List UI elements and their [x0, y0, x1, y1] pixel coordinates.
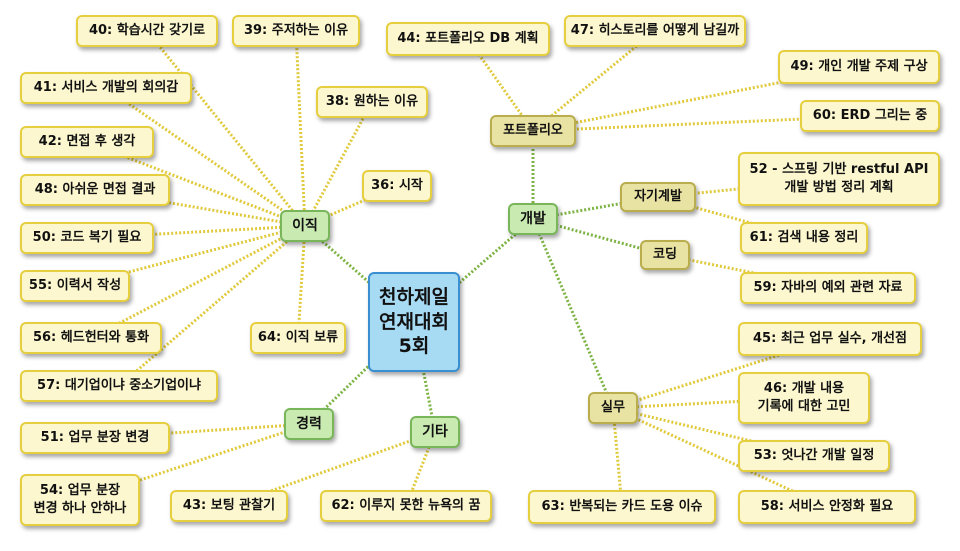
connector-ijik-n57: [118, 224, 306, 388]
subbranch-self-development[interactable]: 자기계발: [620, 182, 696, 212]
leaf-node[interactable]: 63: 반복되는 카드 도용 이슈: [528, 490, 716, 524]
connector-ijik-n64: [296, 225, 307, 339]
subbranch-coding[interactable]: 코딩: [640, 240, 690, 270]
branch-gita[interactable]: 기타: [410, 416, 460, 448]
leaf-node[interactable]: 41: 서비스 개발의 회의감: [20, 72, 192, 104]
connector-ijik-n38: [303, 101, 374, 227]
leaf-node[interactable]: 57: 대기업이냐 중소기업이냐: [20, 370, 218, 402]
leaf-node[interactable]: 48: 아쉬운 면접 결과: [20, 174, 170, 206]
leaf-node[interactable]: 43: 보팅 관찰기: [170, 490, 288, 522]
leaf-node[interactable]: 59: 자바의 예외 관련 자료: [740, 272, 916, 304]
connector-ijik-n56: [90, 224, 306, 340]
leaf-node[interactable]: 62: 이루지 못한 뉴욕의 꿈: [320, 490, 492, 522]
leaf-node[interactable]: 60: ERD 그리는 중: [800, 100, 940, 132]
leaf-node[interactable]: 56: 헤드헌터와 통화: [20, 322, 162, 354]
leaf-node[interactable]: 51: 업무 분장 변경: [20, 422, 170, 454]
central-topic[interactable]: 천하제일 연재대회 5회: [368, 272, 460, 372]
leaf-node[interactable]: 39: 주저하는 이유: [232, 15, 360, 47]
leaf-node[interactable]: 46: 개발 내용 기록에 대한 고민: [738, 372, 870, 424]
connector-center-gita: [412, 321, 437, 433]
leaf-node[interactable]: 38: 원하는 이유: [316, 86, 428, 118]
leaf-node[interactable]: 49: 개인 개발 주제 구상: [778, 50, 940, 84]
leaf-node[interactable]: 36: 시작: [362, 170, 432, 202]
branch-gaebal[interactable]: 개발: [508, 203, 558, 235]
leaf-node[interactable]: 55: 이력서 작성: [20, 270, 130, 302]
leaf-node[interactable]: 47: 히스토리를 어떻게 남길까: [564, 15, 746, 47]
connector-ijik-n42: [86, 140, 306, 228]
connector-silmu-n63: [611, 407, 624, 508]
leaf-node[interactable]: 50: 코드 복기 필요: [20, 222, 154, 254]
branch-gyeongryeok[interactable]: 경력: [284, 408, 334, 440]
subbranch-practice[interactable]: 실무: [588, 392, 638, 424]
leaf-node[interactable]: 61: 검색 내용 정리: [740, 222, 868, 254]
leaf-node[interactable]: 52 - 스프링 기반 restful API 개발 방법 정리 계획: [738, 152, 940, 206]
connector-gaebal-coding: [532, 217, 666, 257]
leaf-node[interactable]: 58: 서비스 안정화 필요: [738, 490, 916, 524]
leaf-node[interactable]: 45: 최근 업무 실수, 개선점: [738, 322, 922, 356]
subbranch-portfolio[interactable]: 포트폴리오: [490, 115, 576, 147]
leaf-node[interactable]: 53: 엇나간 개발 일정: [738, 440, 890, 472]
branch-ijik[interactable]: 이직: [280, 210, 330, 242]
connector-ijik-n40: [145, 30, 307, 227]
leaf-node[interactable]: 54: 업무 분장 변경 하나 안하나: [20, 474, 140, 526]
connector-ijik-n39: [294, 30, 307, 227]
leaf-node[interactable]: 42: 면접 후 생각: [20, 126, 154, 158]
connector-gaebal-silmu: [531, 218, 615, 409]
leaf-node[interactable]: 40: 학습시간 갖기로: [76, 15, 218, 47]
connector-ijik-n41: [105, 86, 306, 228]
connector-gita-n43: [228, 430, 436, 508]
leaf-node[interactable]: 64: 이직 보류: [250, 322, 346, 354]
leaf-node[interactable]: 44: 포트폴리오 DB 계획: [386, 22, 550, 56]
